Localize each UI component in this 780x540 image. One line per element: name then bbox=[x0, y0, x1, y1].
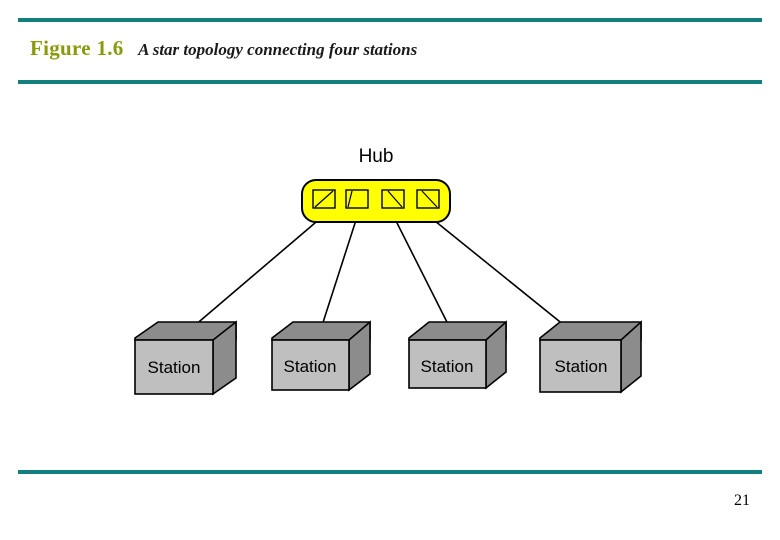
station-label-1: Station bbox=[148, 358, 201, 377]
station-label-2: Station bbox=[284, 357, 337, 376]
hub-port-cables bbox=[314, 190, 438, 208]
hub-device bbox=[301, 179, 451, 223]
hub-port-cable-3 bbox=[387, 190, 403, 208]
hub-port-2 bbox=[345, 189, 369, 209]
hub-port-cable-2 bbox=[347, 190, 353, 208]
link-line-1 bbox=[179, 216, 323, 339]
station-1: Station bbox=[134, 320, 237, 396]
link-line-2 bbox=[317, 216, 358, 339]
link-line-3 bbox=[393, 216, 456, 339]
station-2: Station bbox=[271, 320, 371, 392]
hub-label: Hub bbox=[359, 146, 394, 167]
figure-label: Figure 1.6 bbox=[30, 36, 124, 60]
station-label-4: Station bbox=[555, 357, 608, 376]
station-label-3: Station bbox=[421, 357, 474, 376]
station-4: Station bbox=[539, 320, 642, 394]
station-3: Station bbox=[408, 320, 507, 390]
page-number: 21 bbox=[734, 492, 750, 509]
page-title: Figure 1.6 A star topology connecting fo… bbox=[30, 36, 417, 61]
hub-port-cable-4 bbox=[421, 190, 438, 208]
divider-top bbox=[18, 18, 762, 22]
link-lines bbox=[179, 216, 581, 339]
link-line-4 bbox=[429, 216, 581, 339]
divider-middle bbox=[18, 80, 762, 84]
divider-bottom bbox=[18, 470, 762, 474]
star-topology-diagram: Hub bbox=[0, 90, 780, 460]
hub-port-cable-1 bbox=[314, 190, 334, 208]
figure-caption: A star topology connecting four stations bbox=[138, 40, 418, 59]
